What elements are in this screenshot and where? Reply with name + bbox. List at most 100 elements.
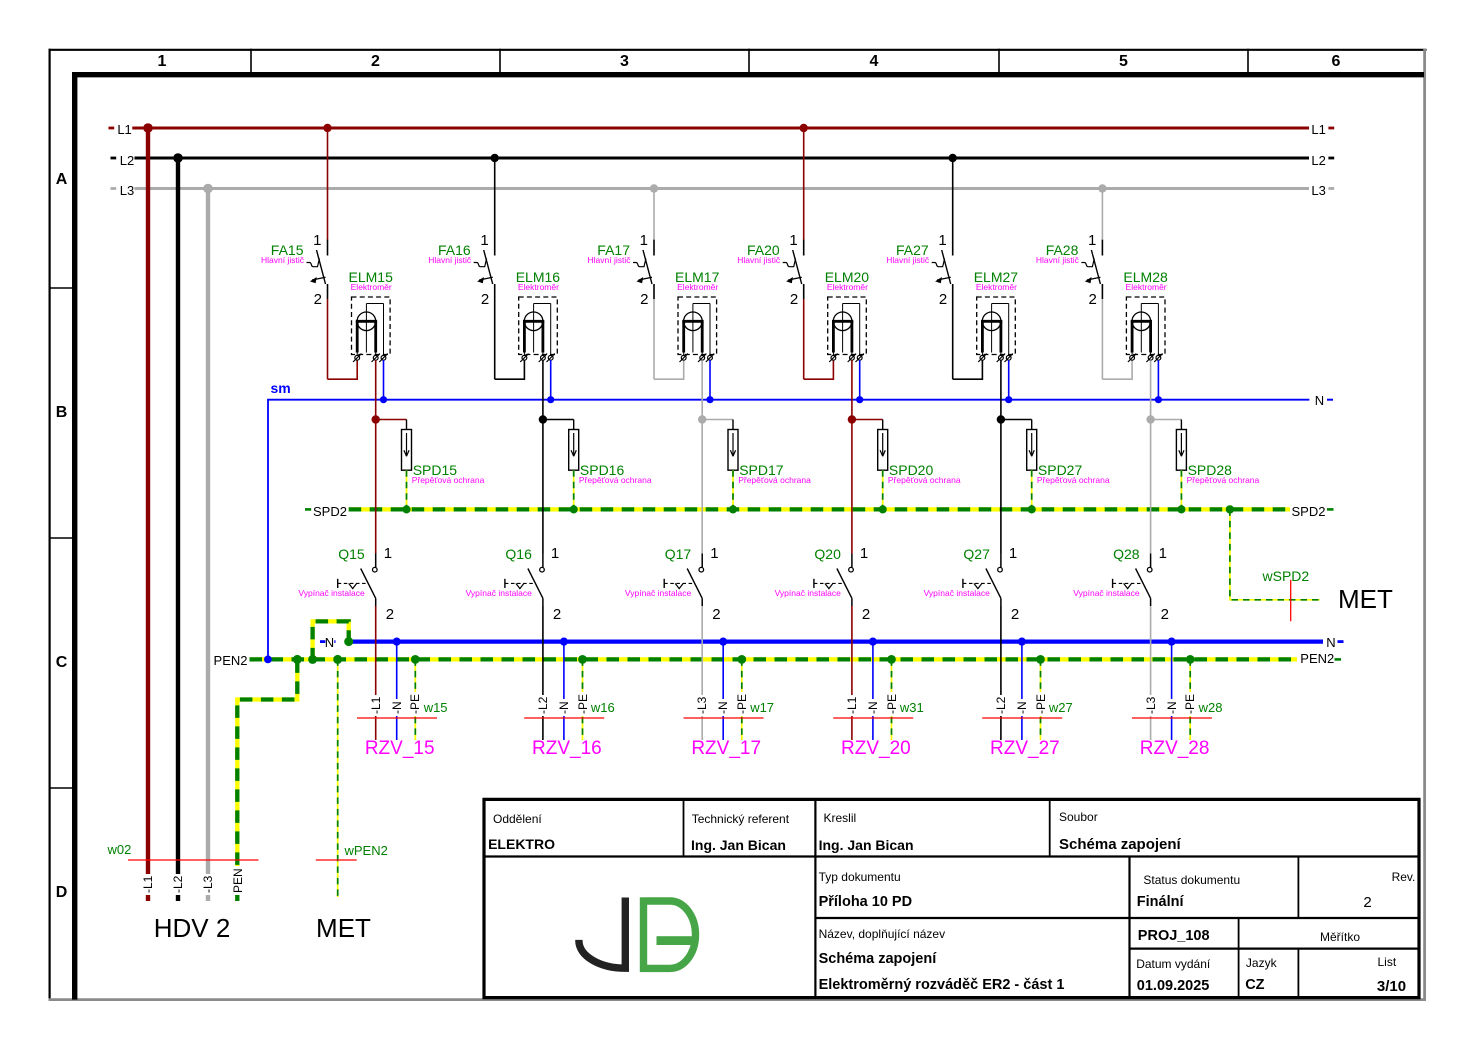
tb-nazev-label: Název, doplňující název xyxy=(818,927,946,941)
switch-actuator-v xyxy=(973,583,983,590)
title-block-borders xyxy=(482,797,1421,1000)
tb-soubor-value: Schéma zapojení xyxy=(1059,836,1181,854)
sm-bus xyxy=(267,398,1310,660)
cable-core-pe-label: -PE xyxy=(1033,691,1048,716)
meter-desc-label: Elektroměr xyxy=(975,281,1017,292)
meter-enclosure xyxy=(518,296,558,356)
breaker-terminal-1: 1 xyxy=(1088,232,1097,250)
meter-terminal-screw-slash xyxy=(1153,353,1164,363)
cable-core-neutral-label: -N xyxy=(716,699,731,716)
breaker-label: FA15 xyxy=(270,241,304,258)
tb-referent-label: Technický referent xyxy=(691,811,790,826)
switch-terminal-1: 1 xyxy=(1158,544,1167,562)
switch-blade xyxy=(1134,568,1152,599)
w02-core-label: -L1 xyxy=(141,873,155,895)
switch-blade xyxy=(836,568,853,599)
spd-label: SPD16 xyxy=(579,462,625,479)
spd-desc-label: Přepěťová ochrana xyxy=(578,475,652,486)
junction-pen2-branch xyxy=(410,655,420,664)
meter-terminal-screw-slash xyxy=(378,353,389,363)
breaker-trip-hook xyxy=(633,258,647,268)
breaker-trip-hook xyxy=(1081,258,1095,268)
wspd2-wire-pe-wire-green xyxy=(1229,509,1320,601)
breaker-terminal-2: 2 xyxy=(640,290,649,308)
cable-core-phase-label: -L3 xyxy=(1143,694,1158,716)
junction-bus-l3-feeder xyxy=(203,183,213,194)
switch-label: Q16 xyxy=(505,545,532,562)
junction-spd-tee xyxy=(847,415,857,424)
junction-spd-tee xyxy=(996,415,1006,424)
breaker-blade xyxy=(941,249,952,285)
tb-soubor-label: Soubor xyxy=(1059,810,1098,825)
meter-terminal-screw-slash xyxy=(1145,353,1156,363)
switch-terminal-1: 1 xyxy=(859,544,869,562)
bus-l1-left-label: L1 xyxy=(117,122,132,137)
bus-l2-left-label: L2 xyxy=(119,152,135,168)
cable-core-phase-label: -L2 xyxy=(993,694,1008,716)
meter-terminal-screw-slash xyxy=(828,353,839,363)
tb-oddeleni-label: Oddělení xyxy=(493,811,542,826)
switch-contact-circle xyxy=(371,566,378,573)
tb-status-value: Finální xyxy=(1136,893,1184,910)
branch-2 xyxy=(473,158,605,740)
switch-blade xyxy=(360,568,377,599)
tb-rev-label: Rev. xyxy=(1391,870,1416,885)
spd-arrow-right xyxy=(882,450,886,457)
switch-contact-circle xyxy=(698,566,705,573)
meter-label: ELM15 xyxy=(348,269,393,286)
junction-spd2-branch xyxy=(1177,505,1186,514)
switch-terminal-2: 2 xyxy=(385,606,395,624)
ruler-column-label: 1 xyxy=(157,53,167,70)
meter-desc-label: Elektroměr xyxy=(1125,281,1167,292)
cable-core-phase-label: -L2 xyxy=(535,694,550,716)
meter-terminal-screw-slash xyxy=(679,353,689,363)
junction-sm-branch xyxy=(1005,396,1013,404)
junction-n-branch xyxy=(559,637,569,646)
meter-desc-label: Elektroměr xyxy=(677,281,719,292)
spd-arrow-left xyxy=(570,450,575,457)
meter-enclosure xyxy=(350,296,391,356)
switch-blade xyxy=(686,568,703,599)
branch-5 xyxy=(931,158,1063,740)
cable-core-neutral-label: -N xyxy=(389,699,404,716)
ruler-column-label: 5 xyxy=(1119,53,1128,70)
cable-core-pe-label: -PE xyxy=(408,691,423,716)
pen2-right-label: PEN2 xyxy=(1300,650,1335,666)
spd-arrow-right xyxy=(573,450,577,457)
tb-list-value: 3/10 xyxy=(1376,977,1407,995)
meter-in-wire xyxy=(952,360,984,380)
cable-core-pe-label: -PE xyxy=(1183,691,1198,716)
spd-arrow-left xyxy=(879,450,884,457)
spd-desc-label: Přepěťová ochrana xyxy=(887,475,961,486)
tb-typ-value: Příloha 10 PD xyxy=(818,894,913,910)
breaker-blade xyxy=(1090,249,1102,285)
n-bus-left-label: N xyxy=(324,635,335,651)
outlet-label: RZV_27 xyxy=(990,738,1060,760)
breaker-label: FA28 xyxy=(1045,241,1079,258)
tb-datum-label: Datum vydání xyxy=(1136,956,1211,971)
switch-actuator-v xyxy=(515,583,525,590)
junction-bus-branch xyxy=(490,153,499,163)
pen2-bus xyxy=(235,509,1341,901)
junction-pen2-branch xyxy=(1036,655,1045,664)
cable-label: w31 xyxy=(899,700,924,715)
tb-kreslil-value: Ing. Jan Bican xyxy=(818,837,914,854)
breaker-terminal-1: 1 xyxy=(480,232,489,250)
pen-feeder-drop-pe-wire-green xyxy=(235,660,300,901)
switch-desc-label: Vypínač instalace xyxy=(774,588,841,599)
switch-terminal-2: 2 xyxy=(712,606,721,624)
spd-desc-label: Přepěťová ochrana xyxy=(1186,475,1260,486)
tb-proj-value: PROJ_108 xyxy=(1137,928,1210,944)
branch-6 xyxy=(1081,188,1212,740)
meter-neutral-bus xyxy=(267,398,1333,660)
spd-arrow-right xyxy=(1031,450,1035,457)
switch-desc-label: Vypínač instalace xyxy=(923,588,990,599)
tb-jazyk-label: Jazyk xyxy=(1245,956,1277,970)
breaker-terminal-1: 1 xyxy=(789,232,798,250)
meter-terminal-screw-slash xyxy=(352,353,362,363)
meter-label: ELM27 xyxy=(973,269,1019,286)
meter-terminal-screw-slash xyxy=(977,353,988,363)
junction-bus-l1-feeder xyxy=(143,123,153,133)
breaker-desc-label: Hlavní jistič xyxy=(261,255,304,266)
spd-label: SPD20 xyxy=(888,462,934,479)
